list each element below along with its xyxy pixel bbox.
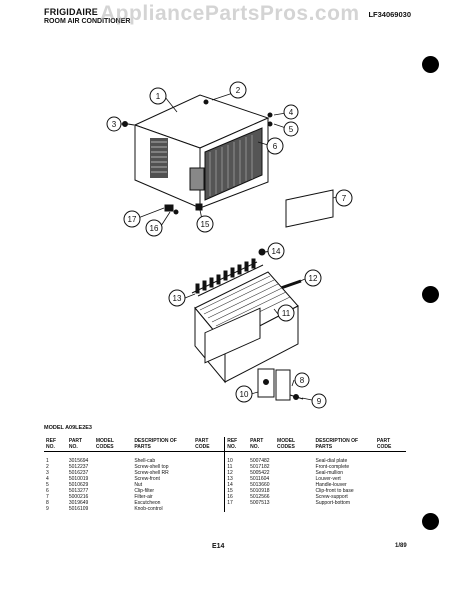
louver-handle-icon [258,248,266,256]
callout-2: 2 [229,81,247,99]
model-label: MODEL A09LE2E3 [44,425,92,431]
svg-text:11: 11 [282,309,291,318]
callout-12: 12 [304,269,322,287]
svg-text:7: 7 [342,194,347,203]
binder-hole-icon [422,286,439,303]
svg-text:9: 9 [317,397,322,406]
col-code: PART CODE [193,437,225,452]
callout-3: 3 [106,116,122,132]
svg-text:14: 14 [272,247,281,256]
svg-text:10: 10 [240,390,249,399]
control-knob-icon [263,379,269,385]
callout-14: 14 [267,242,285,260]
svg-text:16: 16 [150,224,159,233]
callout-labels: 1 2 3 4 5 6 7 8 9 10 11 12 13 14 15 16 1… [106,81,353,409]
svg-text:13: 13 [173,294,182,303]
svg-text:15: 15 [201,220,210,229]
revision-date: 1/89 [395,543,407,549]
col-part: PART NO. [248,437,276,452]
callout-5: 5 [283,121,299,137]
svg-text:5: 5 [289,125,294,134]
col-ref: REF NO. [224,437,249,452]
svg-text:17: 17 [128,215,137,224]
col-desc: DESCRIPTION OF PARTS [132,437,194,452]
callout-8: 8 [294,372,310,388]
callout-4: 4 [283,104,299,120]
svg-text:8: 8 [300,376,305,385]
callout-1: 1 [149,87,167,105]
callout-7: 7 [335,189,353,207]
cabinet-shell [133,94,270,209]
svg-text:1: 1 [156,92,161,101]
svg-text:3: 3 [112,120,117,129]
col-model: MODEL CODES [93,437,133,452]
callout-6: 6 [266,137,284,155]
svg-text:6: 6 [273,142,278,151]
watermark: AppliancePartsPros.com [100,2,360,25]
callout-13: 13 [168,289,186,307]
binder-hole-icon [422,513,439,530]
document-code: LF34069030 [368,10,411,19]
support-bottom-icon [164,204,174,212]
binder-hole-icon [422,56,439,73]
page-number: E14 [212,543,225,550]
parts-list-table: REF NO. PART NO. MODEL CODES DESCRIPTION… [44,437,406,512]
brand-name: FRIGIDAIRE [44,7,99,17]
svg-text:2: 2 [236,86,241,95]
exploded-view-diagram: 1 2 3 4 5 6 7 8 9 10 11 12 13 14 15 16 1… [106,81,353,409]
col-desc: DESCRIPTION OF PARTS [313,437,375,452]
callout-16: 16 [145,219,163,237]
svg-text:12: 12 [309,274,318,283]
col-ref: REF NO. [44,437,67,452]
front-complete [194,271,299,384]
product-subtitle: ROOM AIR CONDITIONER [44,18,131,25]
col-part: PART NO. [66,437,94,452]
air-filter [285,189,334,228]
col-model: MODEL CODES [275,437,314,452]
front-clip-icon [195,203,203,211]
table-header-row: REF NO. PART NO. MODEL CODES DESCRIPTION… [44,437,406,452]
dial-plate-seal [275,369,291,401]
vertical-louver [191,258,264,297]
callout-9: 9 [311,393,327,409]
screw-front-icon [267,112,273,118]
support-screw-icon [173,209,179,215]
callout-10: 10 [235,385,253,403]
callout-11: 11 [277,304,295,322]
nut-icon [267,121,273,127]
col-code: PART CODE [374,437,406,452]
callout-17: 17 [123,210,141,228]
screw-rear-icon [122,121,128,127]
svg-text:4: 4 [289,108,294,117]
screw-top-icon [203,99,209,105]
callout-15: 15 [196,215,214,233]
